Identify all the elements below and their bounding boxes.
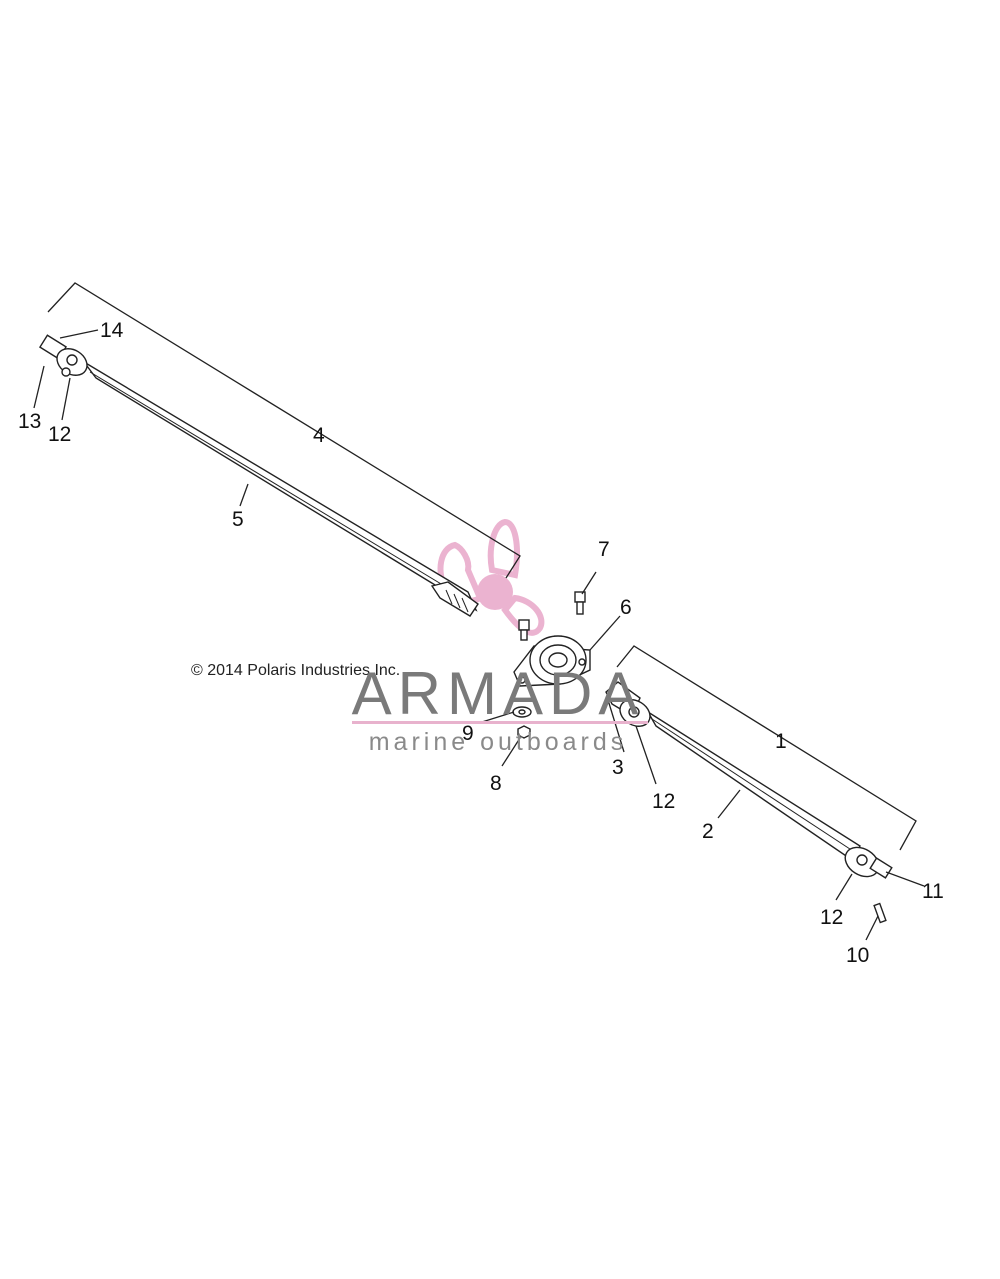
- callout-1: 1: [775, 730, 787, 753]
- watermark-title: ARMADA: [351, 660, 645, 727]
- assembly-bracket-4: [47, 282, 521, 579]
- callout-14: 14: [100, 319, 124, 342]
- callout-5: 5: [232, 508, 244, 531]
- callout-labels: 1 2 3 4 5 6 7 8 9 10 11 12 12 12 13 14: [18, 319, 944, 967]
- callout-8: 8: [490, 772, 502, 795]
- callout-10: 10: [846, 944, 869, 967]
- callout-11: 11: [922, 880, 944, 903]
- assembly-bracket-1: [616, 645, 917, 851]
- watermark-subtitle: marine outboards: [368, 728, 628, 756]
- callout-7: 7: [598, 538, 610, 561]
- callout-6: 6: [620, 596, 632, 619]
- nut-8: [517, 725, 531, 739]
- callout-4: 4: [313, 424, 325, 447]
- rear-u-joint: [844, 846, 893, 879]
- center-u-joint: [619, 699, 651, 727]
- copyright-text: © 2014 Polaris Industries Inc.: [191, 662, 401, 679]
- bolt-7: [518, 591, 586, 641]
- callout-2: 2: [702, 820, 714, 843]
- front-u-joint: [38, 334, 88, 377]
- carrier-bearing: [513, 635, 591, 687]
- leader-lines: [33, 329, 925, 941]
- callout-9: 9: [462, 722, 474, 745]
- callout-12b: 12: [652, 790, 675, 813]
- callout-3: 3: [612, 756, 624, 779]
- watermark-underline: [352, 721, 648, 724]
- roll-pin: [873, 902, 887, 924]
- callout-13: 13: [18, 410, 41, 433]
- front-prop-shaft: [83, 361, 479, 617]
- callout-12a: 12: [48, 423, 71, 446]
- callout-12c: 12: [820, 906, 843, 929]
